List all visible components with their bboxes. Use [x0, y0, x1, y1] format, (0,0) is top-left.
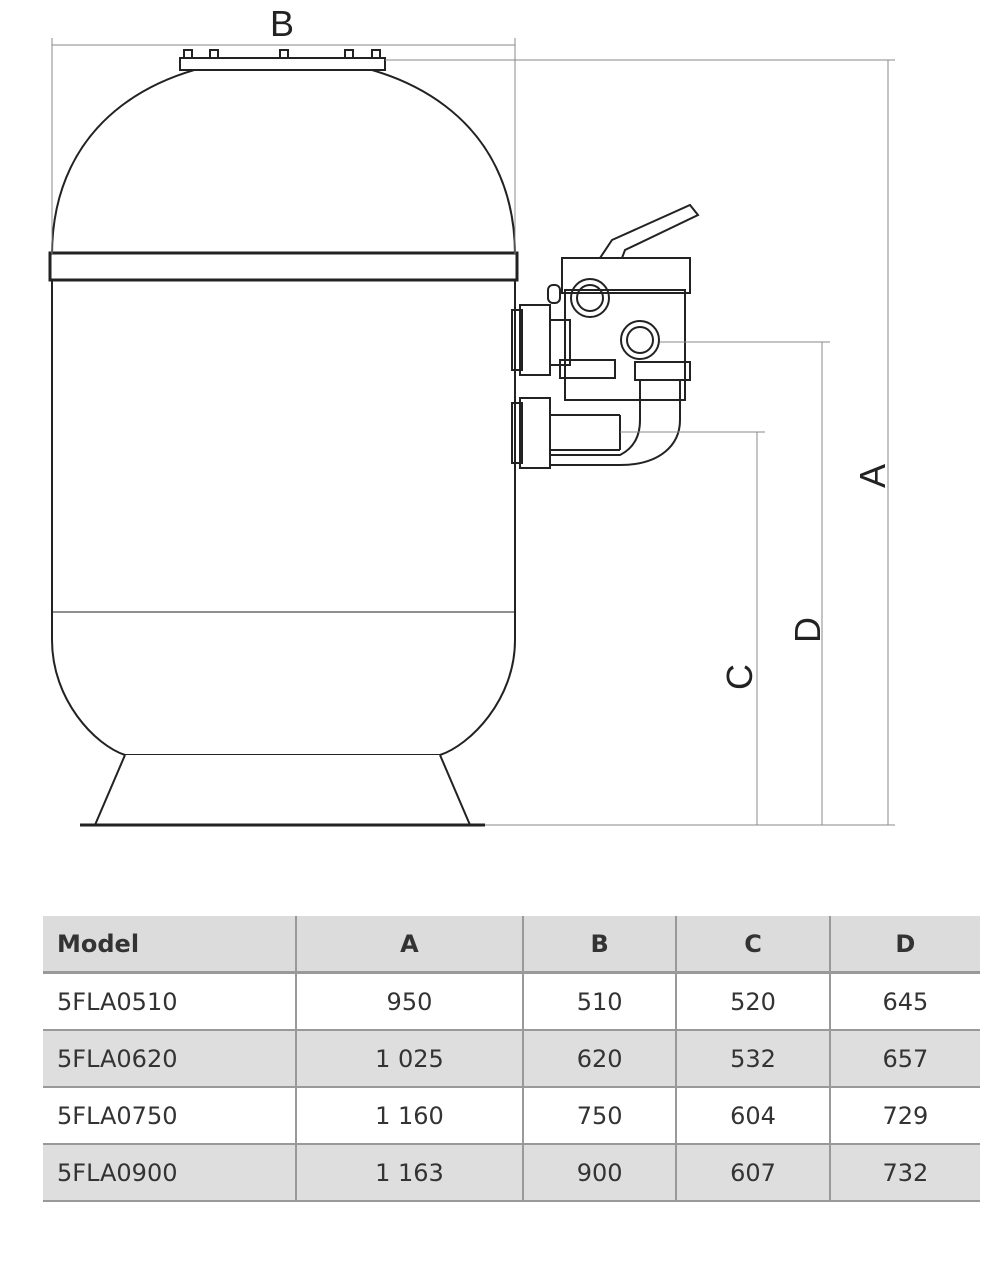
cell-c: 607 — [675, 1144, 830, 1201]
header-model: Model — [57, 929, 140, 958]
dimension-label-b: B — [270, 3, 294, 44]
tank-body — [51, 56, 516, 756]
dimension-label-a: A — [852, 464, 893, 488]
cell-b: 510 — [521, 972, 677, 1030]
cell-d: 645 — [828, 972, 980, 1030]
cell-a: 1 025 — [295, 1030, 523, 1087]
cell-c: 532 — [675, 1030, 830, 1087]
tank-band — [48, 251, 519, 282]
cell-model: 5FLA0750 — [57, 1101, 178, 1130]
dimension-label-d: D — [787, 617, 828, 643]
table-header-row: Model A B C D — [43, 916, 980, 973]
cell-b: 900 — [521, 1144, 677, 1201]
header-b: B — [521, 916, 677, 973]
cell-b: 750 — [521, 1087, 677, 1144]
multiport-valve — [511, 203, 700, 469]
cell-c: 520 — [675, 972, 830, 1030]
cell-a: 950 — [295, 972, 523, 1030]
cell-model: 5FLA0900 — [57, 1158, 178, 1187]
header-a: A — [295, 916, 523, 973]
table-row: 5FLA0510 950 510 520 645 — [43, 972, 980, 1030]
cell-b: 620 — [521, 1030, 677, 1087]
cell-model: 5FLA0620 — [57, 1044, 178, 1073]
tank-base — [93, 754, 472, 826]
table-row: 5FLA0900 1 163 900 607 732 — [43, 1144, 980, 1201]
dimension-label-c: C — [719, 664, 760, 690]
dimensions-table: Model A B C D 5FLA0510 950 510 520 645 5… — [43, 916, 980, 1202]
header-d: D — [828, 916, 980, 973]
cell-d: 729 — [828, 1087, 980, 1144]
lid-bolts — [183, 49, 381, 59]
cell-a: 1 160 — [295, 1087, 523, 1144]
tank-lid — [179, 57, 386, 71]
cell-a: 1 163 — [295, 1144, 523, 1201]
table-row: 5FLA0750 1 160 750 604 729 — [43, 1087, 980, 1144]
filter-dimension-drawing: B A D C — [48, 3, 895, 827]
cell-d: 732 — [828, 1144, 980, 1201]
cell-model: 5FLA0510 — [57, 987, 178, 1016]
cell-c: 604 — [675, 1087, 830, 1144]
table-row: 5FLA0620 1 025 620 532 657 — [43, 1030, 980, 1087]
cell-d: 657 — [828, 1030, 980, 1087]
header-c: C — [675, 916, 830, 973]
